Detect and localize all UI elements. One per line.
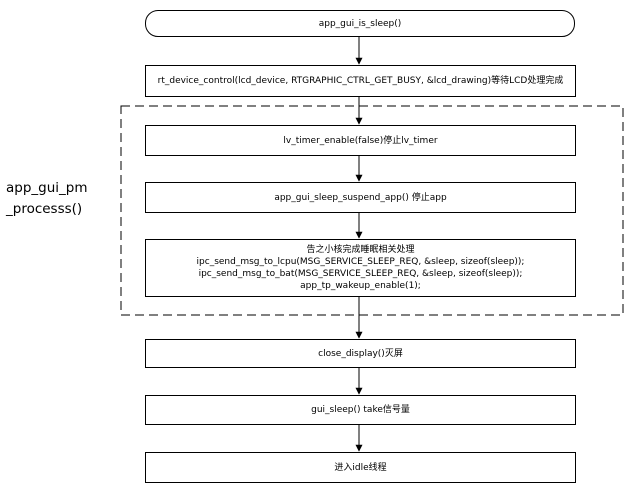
stop-timer-step: lv_timer_enable(false)停止lv_timer bbox=[145, 125, 576, 156]
suspend-app-step: app_gui_sleep_suspend_app() 停止app bbox=[145, 182, 576, 213]
suspend-app-step-label: app_gui_sleep_suspend_app() 停止app bbox=[274, 192, 447, 203]
group-label-line-1: app_gui_pm bbox=[6, 180, 88, 196]
notify-step-line-4: app_tp_wakeup_enable(1); bbox=[300, 281, 421, 291]
group-label-line-2: _processs() bbox=[6, 201, 83, 217]
wait-lcd-step: rt_device_control(lcd_device, RTGRAPHIC_… bbox=[145, 65, 576, 97]
notify-step-line-2: ipc_send_msg_to_lcpu(MSG_SERVICE_SLEEP_R… bbox=[196, 257, 525, 267]
start-node-label: app_gui_is_sleep() bbox=[318, 18, 402, 29]
stop-timer-step-label: lv_timer_enable(false)停止lv_timer bbox=[283, 135, 438, 146]
take-semaphore-step: gui_sleep() take信号量 bbox=[145, 395, 576, 425]
notify-step-line-1: 告之小核完成睡眠相关处理 bbox=[306, 245, 415, 255]
wait-lcd-step-label: rt_device_control(lcd_device, RTGRAPHIC_… bbox=[157, 76, 564, 86]
enter-idle-step: 进入idle线程 bbox=[145, 452, 576, 483]
dashed-group-boundary bbox=[120, 105, 624, 316]
enter-idle-step-label: 进入idle线程 bbox=[334, 462, 387, 473]
close-display-step-label: close_display()灭屏 bbox=[318, 348, 403, 359]
start-node: app_gui_is_sleep() bbox=[145, 10, 575, 37]
take-semaphore-step-label: gui_sleep() take信号量 bbox=[311, 405, 410, 415]
group-label: app_gui_pm _processs() bbox=[6, 178, 118, 220]
close-display-step: close_display()灭屏 bbox=[145, 339, 576, 368]
notify-step-line-3: ipc_send_msg_to_bat(MSG_SERVICE_SLEEP_RE… bbox=[198, 269, 523, 279]
notify-lcpu-step: 告之小核完成睡眠相关处理 ipc_send_msg_to_lcpu(MSG_SE… bbox=[145, 239, 576, 297]
